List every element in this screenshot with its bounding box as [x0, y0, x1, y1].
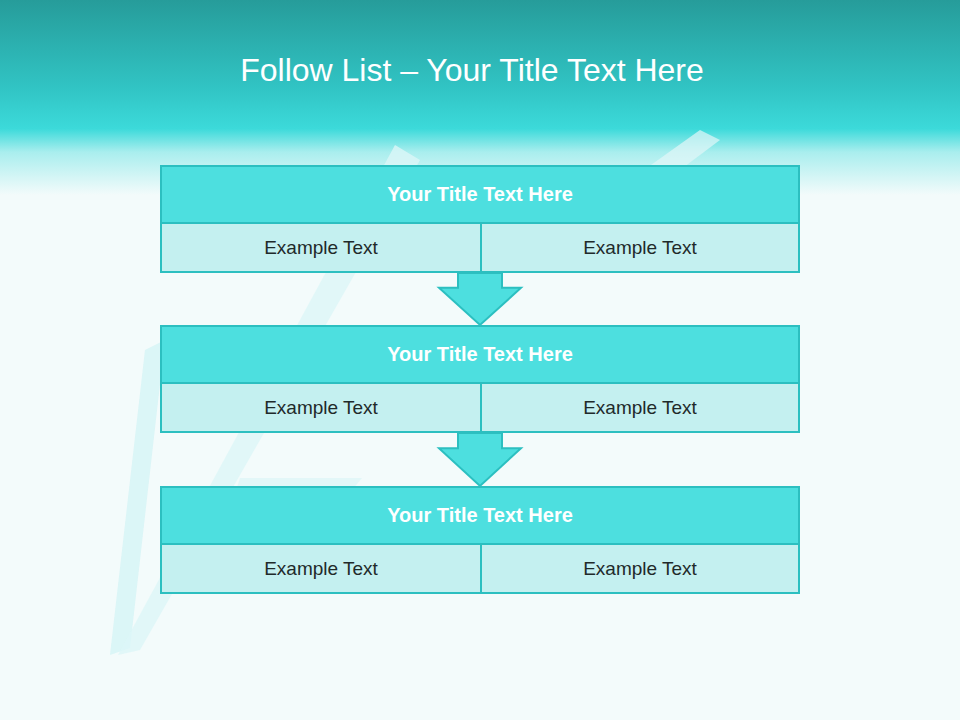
box-heading: Your Title Text Here: [162, 167, 798, 222]
flow-arrow: [439, 273, 521, 325]
box-heading: Your Title Text Here: [162, 488, 798, 543]
cell-text: Example Text: [162, 384, 480, 431]
example-cell: Example Text: [162, 222, 480, 271]
box-heading: Your Title Text Here: [162, 327, 798, 382]
example-cell: Example Text: [162, 543, 480, 592]
cell-text: Example Text: [482, 545, 798, 592]
example-cell: Example Text: [480, 222, 798, 271]
cell-text: Example Text: [162, 224, 480, 271]
example-cell: Example Text: [480, 382, 798, 431]
cell-text: Example Text: [482, 224, 798, 271]
list-box: Your Title Text HereExample TextExample …: [160, 165, 800, 273]
example-cell: Example Text: [162, 382, 480, 431]
slide-title: Follow List – Your Title Text Here: [0, 52, 944, 89]
cell-text: Example Text: [162, 545, 480, 592]
example-cell: Example Text: [480, 543, 798, 592]
flow-arrow: [439, 433, 521, 486]
list-box: Your Title Text HereExample TextExample …: [160, 325, 800, 433]
cell-text: Example Text: [482, 384, 798, 431]
list-box: Your Title Text HereExample TextExample …: [160, 486, 800, 594]
